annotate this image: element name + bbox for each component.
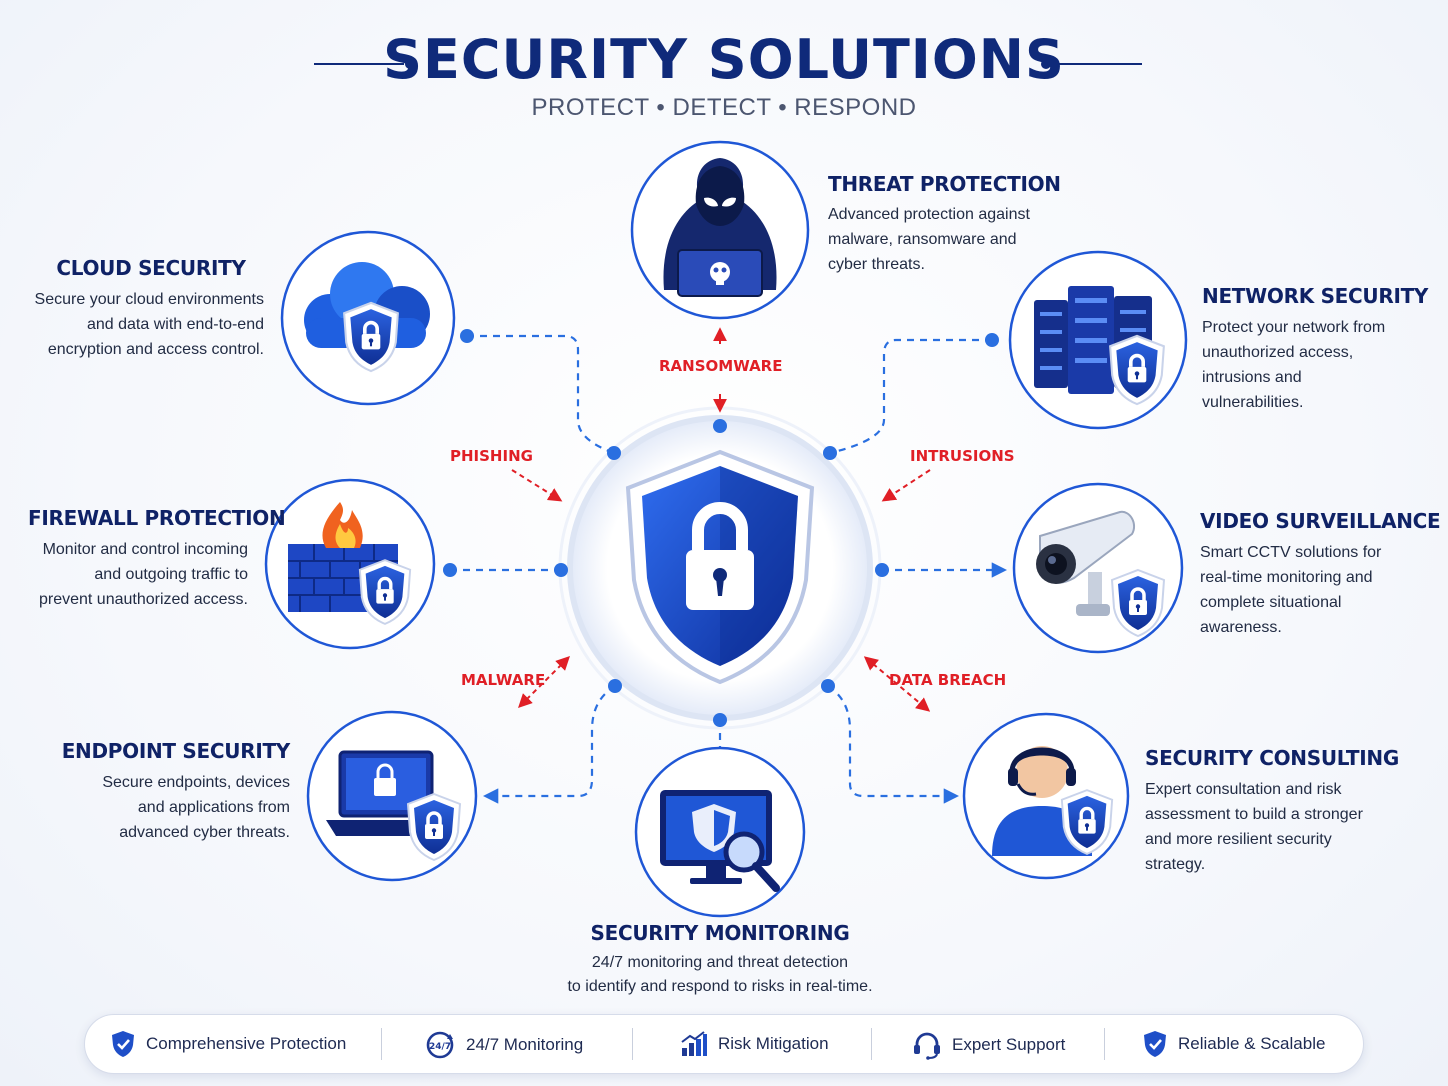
cctv-camera-icon	[1036, 510, 1166, 638]
description-line: awareness.	[1200, 619, 1282, 636]
divider	[871, 1028, 872, 1060]
service-video-surveillance: VIDEO SURVEILLANCE Smart CCTV solutions …	[1200, 509, 1441, 640]
feature-label: 24/7 Monitoring	[466, 1035, 584, 1054]
feature-comprehensive-protection: Comprehensive Protection	[110, 1030, 346, 1058]
service-title: FIREWALL PROTECTION	[28, 506, 286, 530]
service-description: Advanced protection against malware, ran…	[828, 202, 1061, 277]
description-line: Smart CCTV solutions for	[1200, 544, 1382, 561]
service-description: Secure endpoints, devices and applicatio…	[60, 770, 290, 845]
divider	[632, 1028, 633, 1060]
service-firewall-protection: FIREWALL PROTECTION Monitor and control …	[10, 506, 286, 612]
hacker-icon	[663, 158, 777, 297]
service-title: NETWORK SECURITY	[1202, 284, 1429, 308]
title-divider	[314, 59, 1142, 69]
description-line: Expert consultation and risk	[1145, 781, 1342, 798]
description-line: Monitor and control incoming	[42, 541, 248, 558]
feature-risk-mitigation: Risk Mitigation	[680, 1030, 829, 1058]
service-title: CLOUD SECURITY	[56, 256, 246, 280]
server-rack-icon	[1034, 286, 1166, 407]
feature-reliable-scalable: Reliable & Scalable	[1142, 1030, 1325, 1058]
service-title: SECURITY CONSULTING	[1145, 746, 1399, 770]
cloud-icon	[304, 262, 430, 374]
description-line: 24/7 monitoring and threat detection	[591, 954, 849, 971]
laptop-icon	[326, 750, 462, 862]
service-network-security: NETWORK SECURITY Protect your network fr…	[1202, 284, 1428, 415]
service-endpoint-security: ENDPOINT SECURITY Secure endpoints, devi…	[60, 739, 291, 845]
connector-lines	[450, 334, 1008, 804]
threat-label-data-breach: DATA BREACH	[889, 671, 1007, 689]
service-description: Monitor and control incoming and outgoin…	[10, 537, 248, 612]
description-line: Advanced protection against	[828, 206, 1030, 223]
description-line: unauthorized access,	[1202, 344, 1354, 361]
description-line: assessment to build a stronger	[1145, 806, 1363, 823]
service-cloud-security: CLOUD SECURITY Secure your cloud environ…	[20, 256, 264, 362]
feature-label: Risk Mitigation	[718, 1034, 829, 1053]
service-title: VIDEO SURVEILLANCE	[1200, 509, 1441, 533]
description-line: and data with end-to-end	[86, 316, 264, 333]
feature-247-monitoring: 24/7 24/7 Monitoring	[424, 1030, 583, 1060]
svg-text:24/7: 24/7	[429, 1042, 451, 1052]
threat-label-intrusions: INTRUSIONS	[910, 447, 1015, 465]
service-security-monitoring: SECURITY MONITORING 24/7 monitoring and …	[460, 921, 980, 999]
description-line: Secure your cloud environments	[34, 291, 264, 308]
service-threat-protection: THREAT PROTECTION Advanced protection ag…	[828, 172, 1061, 277]
description-line: Protect your network from	[1202, 319, 1386, 336]
description-line: and more resilient security	[1145, 831, 1332, 848]
monitor-magnifier-icon	[660, 790, 780, 892]
service-title: THREAT PROTECTION	[828, 172, 1061, 196]
clock-247-icon: 24/7	[426, 1031, 454, 1059]
firewall-icon	[288, 502, 412, 626]
description-line: vulnerabilities.	[1202, 394, 1304, 411]
description-line: malware, ransomware and	[828, 231, 1017, 248]
shield-check-icon	[1144, 1031, 1166, 1057]
feature-expert-support: Expert Support	[912, 1030, 1065, 1060]
service-security-consulting: SECURITY CONSULTING Expert consultation …	[1145, 746, 1399, 877]
feature-label: Comprehensive Protection	[146, 1034, 347, 1053]
divider	[381, 1028, 382, 1060]
threat-arrows	[511, 327, 931, 712]
service-title: ENDPOINT SECURITY	[61, 739, 291, 763]
central-shield-icon	[625, 449, 815, 685]
service-title: SECURITY MONITORING	[590, 921, 850, 945]
service-description: Smart CCTV solutions for real-time monit…	[1200, 540, 1440, 640]
threat-label-phishing: PHISHING	[450, 447, 533, 465]
threat-label-malware: MALWARE	[461, 671, 546, 689]
description-line: advanced cyber threats.	[119, 824, 290, 841]
bar-chart-icon	[681, 1031, 707, 1056]
divider	[1104, 1028, 1105, 1060]
headset-icon	[914, 1032, 940, 1060]
connector-dots	[443, 329, 999, 727]
page-subtitle: PROTECT • DETECT • RESPOND	[531, 94, 917, 121]
feature-label: Reliable & Scalable	[1178, 1034, 1326, 1053]
description-line: to identify and respond to risks in real…	[567, 978, 873, 995]
service-description: Expert consultation and risk assessment …	[1145, 777, 1399, 877]
description-line: strategy.	[1145, 856, 1206, 873]
description-line: and applications from	[137, 799, 290, 816]
description-line: complete situational	[1200, 594, 1342, 611]
shield-check-icon	[112, 1031, 134, 1057]
description-line: Secure endpoints, devices	[102, 774, 290, 791]
service-description: Protect your network from unauthorized a…	[1202, 315, 1428, 415]
threat-label-ransomware: RANSOMWARE	[659, 357, 783, 375]
description-line: real-time monitoring and	[1200, 569, 1373, 586]
feature-label: Expert Support	[952, 1035, 1066, 1054]
description-line: cyber threats.	[828, 256, 925, 273]
description-line: prevent unauthorized access.	[38, 591, 248, 608]
page-title: SECURITY SOLUTIONS	[383, 28, 1065, 91]
service-description: Secure your cloud environments and data …	[20, 287, 264, 362]
description-line: encryption and access control.	[47, 341, 264, 358]
description-line: and outgoing traffic to	[94, 566, 248, 583]
consultant-icon	[992, 746, 1114, 856]
service-description: 24/7 monitoring and threat detection to …	[460, 951, 980, 999]
description-line: intrusions and	[1202, 369, 1302, 386]
